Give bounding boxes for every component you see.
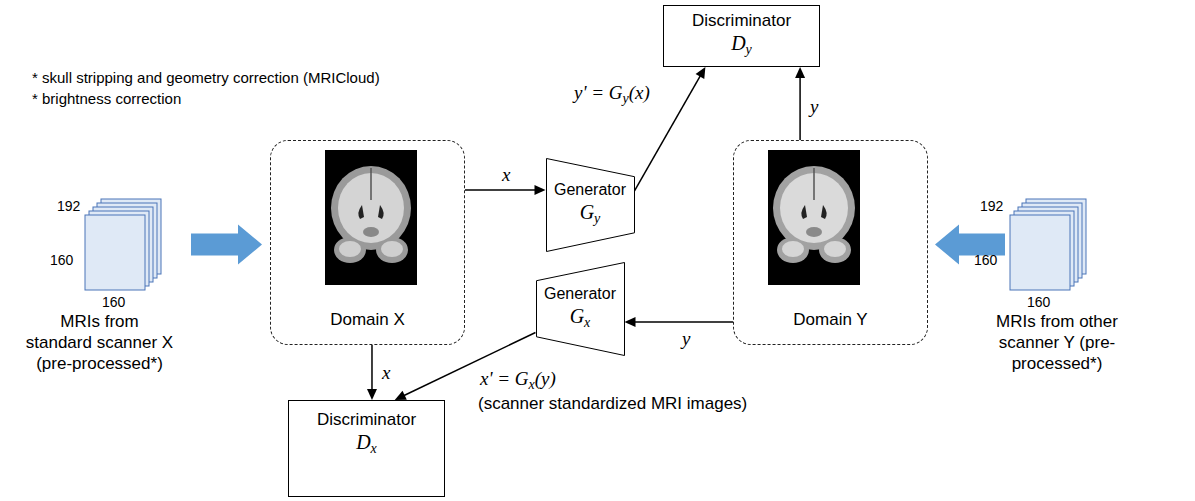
dimension-label: 192 [978, 198, 1005, 214]
block-arrow [191, 225, 262, 265]
arrowhead [395, 391, 407, 400]
node-title: Discriminator [317, 409, 416, 430]
note-text: * skull stripping and geometry correctio… [30, 68, 382, 87]
symbol-subscript: y [746, 42, 752, 57]
symbol-letter: D [356, 431, 370, 453]
connector-line [371, 345, 373, 392]
stack-caption: MRIs from other scanner Y (pre-processed… [993, 311, 1121, 374]
symbol-letter: G [570, 305, 584, 327]
edge-label: x [500, 164, 512, 186]
arrowhead [367, 389, 377, 400]
math-symbol: Gx [570, 304, 591, 335]
trapezoid-shape [536, 263, 624, 356]
node-content: DiscriminatorDy [692, 10, 791, 62]
symbol-subscript: x [371, 441, 377, 456]
brain-image [325, 150, 417, 285]
math-symbol: Dy [731, 31, 752, 62]
arrowhead [535, 185, 546, 195]
note-text: * brightness correction [30, 89, 183, 108]
arrowhead [625, 317, 636, 327]
dimension-label: 160 [100, 294, 127, 310]
trapezoid-shape [546, 159, 634, 252]
dimension-label: 160 [48, 252, 75, 268]
arrowhead [795, 67, 805, 78]
math-symbol: Gy [580, 200, 601, 231]
node-title: Discriminator [692, 10, 791, 31]
mri-stack [85, 199, 161, 290]
edge-label: x' = Gx(y) [478, 368, 558, 396]
discriminator-box: DiscriminatorDy [663, 5, 820, 67]
node-content: DiscriminatorDx [317, 409, 416, 461]
edge-label: y' = Gy(x) [572, 82, 652, 110]
subscript: x [529, 377, 535, 392]
discriminator-box: DiscriminatorDx [288, 400, 445, 497]
math-symbol: Dx [356, 430, 377, 461]
subscript: y [623, 91, 629, 106]
node-content: GeneratorGx [544, 284, 616, 335]
dimension-label: 160 [972, 252, 999, 268]
arrow-connector [625, 317, 734, 327]
connector-line [633, 321, 734, 323]
image-stack: MRIs from other scanner Y (pre-processed… [1010, 199, 1086, 290]
brain-image [768, 150, 860, 285]
caption-text: (scanner standardized MRI images) [476, 394, 749, 414]
edge-label: y [808, 96, 820, 118]
generator-trapezoid: GeneratorGx [536, 262, 625, 356]
connector-line [465, 189, 538, 191]
mri-stack [1010, 199, 1086, 290]
generator-trapezoid: GeneratorGy [546, 158, 635, 252]
arrow-connector [465, 185, 546, 195]
arrow-connector [367, 345, 377, 400]
domain-box: Domain Y [733, 140, 928, 345]
block-arrow-shape [191, 225, 262, 265]
arrowhead [696, 67, 706, 79]
domain-label: Domain X [330, 309, 405, 330]
dimension-label: 160 [1025, 294, 1052, 310]
node-content: GeneratorGy [554, 180, 626, 231]
stack-caption: MRIs from standard scanner X (pre-proces… [25, 311, 174, 374]
domain-box: Domain X [270, 140, 465, 345]
image-stack: MRIs from standard scanner X (pre-proces… [85, 199, 161, 290]
arrow-connector [795, 67, 805, 140]
node-title: Generator [554, 180, 626, 200]
domain-label: Domain Y [793, 309, 867, 330]
symbol-letter: G [580, 201, 594, 223]
edge-label: x [380, 362, 392, 384]
symbol-letter: D [731, 32, 745, 54]
node-title: Generator [544, 284, 616, 304]
edge-label: y [680, 328, 692, 350]
connector-line [799, 75, 801, 140]
symbol-subscript: x [584, 315, 590, 330]
dimension-label: 192 [55, 198, 82, 214]
symbol-subscript: y [594, 211, 600, 226]
